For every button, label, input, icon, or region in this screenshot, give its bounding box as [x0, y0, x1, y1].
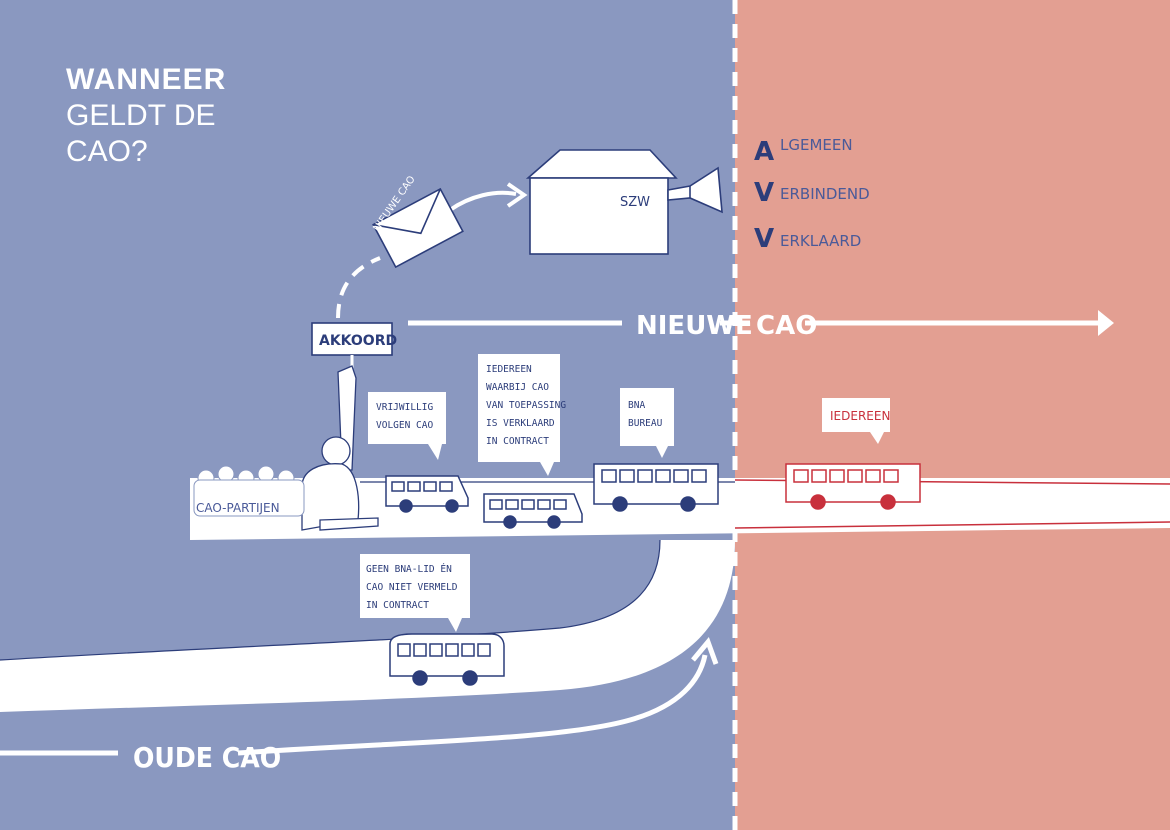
- right-panel: [735, 0, 1170, 830]
- bubble-ic-line2: WAARBIJ CAO: [486, 382, 549, 393]
- crowd-icon: [193, 465, 305, 517]
- page-title: WANNEER GELDT DE CAO?: [66, 62, 226, 170]
- bubble-vrijwillig-line1: VRIJWILLIG: [376, 402, 433, 413]
- oude-cao-arrow: [0, 654, 708, 756]
- cao-partijen-label: CAO-PARTIJEN: [196, 501, 280, 515]
- bubble-vrijwillig-line2: VOLGEN CAO: [376, 420, 433, 431]
- akkoord-sign: AKKOORD: [311, 322, 397, 372]
- bubble-ic-line3: VAN TOEPASSING: [486, 400, 566, 411]
- bubble-ic-line4: IS VERKLAARD: [486, 418, 555, 429]
- bubble-geen-line1: GEEN BNA-LID ÉN: [366, 563, 452, 575]
- title-line-3: CAO?: [66, 135, 148, 168]
- cao-label: CAO: [756, 311, 817, 341]
- bubble-geen-bna: GEEN BNA-LID ÉN CAO NIET VERMELD IN CONT…: [360, 554, 470, 632]
- bubble-bna-line1: BNA: [628, 400, 645, 411]
- szw-building-icon: [525, 149, 723, 255]
- bubble-bna-line2: BUREAU: [628, 418, 663, 429]
- path-envelope-szw: [448, 190, 517, 212]
- title-line-2: GELDT DE: [66, 99, 216, 132]
- bubble-vrijwillig: VRIJWILLIG VOLGEN CAO: [368, 392, 446, 460]
- bubble-geen-line3: IN CONTRACT: [366, 600, 429, 611]
- bus-icon-contract: [483, 493, 583, 529]
- bus-icon-bna: [593, 463, 719, 512]
- avv-acronym: A LGEMEEN V ERBINDEND V ERKLAARD: [754, 136, 870, 254]
- person-figure: [301, 365, 379, 531]
- path-akkoord-envelope: [336, 256, 381, 319]
- bubble-ic-line5: IN CONTRACT: [486, 436, 549, 447]
- bubble-iedereen: IEDEREEN: [822, 398, 890, 444]
- bus-icon-vrijwillig: [385, 475, 469, 513]
- bubble-bna-bureau: BNA BUREAU: [620, 388, 674, 458]
- title-line-1: WANNEER: [66, 63, 227, 96]
- oude-cao-label: OUDE CAO: [133, 741, 281, 774]
- avv-rest-2: ERBINDEND: [780, 185, 870, 203]
- nieuwe-label: NIEUWE: [636, 311, 753, 341]
- avv-letter-2: V: [754, 178, 774, 208]
- bus-icon-geen-bna: [389, 633, 505, 686]
- bubble-ic-line1: IEDEREEN: [486, 364, 532, 375]
- bubble-iedereen-contract: IEDEREEN WAARBIJ CAO VAN TOEPASSING IS V…: [478, 354, 566, 476]
- nieuwe-cao-arrowhead: [1098, 310, 1114, 336]
- szw-label: SZW: [620, 195, 650, 210]
- avv-letter-3: V: [754, 224, 774, 254]
- lower-road: [0, 540, 735, 712]
- envelope-icon: [372, 187, 464, 269]
- avv-letter-1: A: [754, 137, 774, 167]
- bubble-geen-line2: CAO NIET VERMELD: [366, 582, 458, 593]
- bubble-iedereen-label: IEDEREEN: [830, 409, 890, 423]
- avv-rest-1: LGEMEEN: [780, 136, 853, 154]
- bus-icon-iedereen: [785, 463, 921, 510]
- akkoord-label: AKKOORD: [319, 333, 397, 349]
- avv-rest-3: ERKLAARD: [780, 232, 861, 250]
